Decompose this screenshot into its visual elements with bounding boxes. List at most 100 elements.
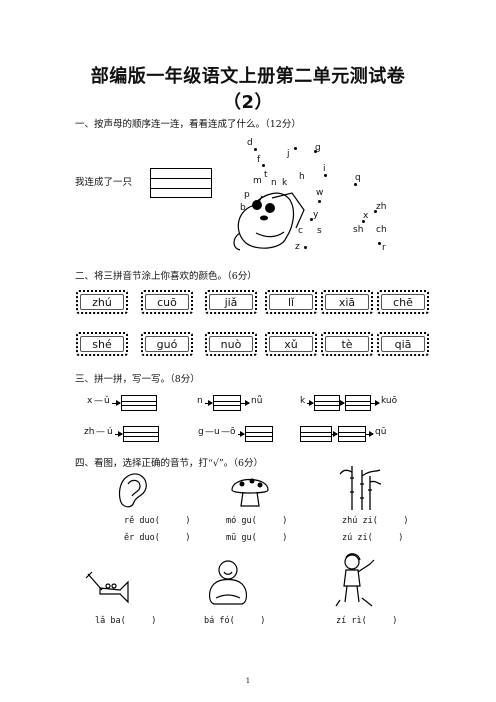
initial-x: x (87, 396, 93, 406)
result-kuo: kuō (381, 396, 398, 406)
syllable-card[interactable]: chē (377, 290, 429, 314)
answer-box[interactable] (338, 426, 366, 442)
letter-z: z (295, 242, 300, 252)
arrow (112, 400, 121, 406)
syllable-card[interactable]: xǔ (265, 332, 317, 356)
dot-marker[interactable] (314, 150, 317, 153)
letter-f: f (257, 155, 261, 165)
dot-marker[interactable] (374, 210, 377, 213)
option-text[interactable]: ěr duo( ) (124, 533, 191, 543)
initial-g: g (198, 427, 204, 437)
initial-k: k (300, 396, 306, 406)
letter-g: g (315, 143, 321, 153)
letter-k: k (282, 178, 288, 188)
final-u2: ú (107, 427, 113, 437)
buddha-icon (208, 560, 248, 605)
dot-marker[interactable] (362, 220, 365, 223)
syllable-card[interactable]: qiā (377, 332, 429, 356)
result-nu: nǚ (251, 396, 263, 406)
dot-marker[interactable] (310, 218, 313, 221)
letter-j: j (287, 149, 290, 159)
answer-writing-grid[interactable] (150, 168, 212, 198)
option-text[interactable]: bá fó( ) (204, 616, 266, 626)
result-qu: qū (375, 427, 387, 437)
dot-marker[interactable] (262, 164, 265, 167)
syllable-card[interactable]: zhú (76, 290, 128, 314)
option-text[interactable]: lǎ ba( ) (95, 616, 157, 626)
q1-heading: 一、按声母的顺序连一连，看看连成了什么。（12分） (75, 119, 301, 130)
answer-box[interactable] (213, 395, 241, 411)
letter-sh: sh (353, 225, 364, 235)
answer-box[interactable] (345, 395, 371, 411)
arrow (238, 431, 245, 437)
dot-marker[interactable] (304, 246, 307, 249)
ear-icon (118, 473, 147, 508)
child-icon (335, 553, 375, 607)
syllable-card[interactable]: cuō (141, 290, 193, 314)
syllable-card[interactable]: guó (141, 332, 193, 356)
arrow (205, 400, 213, 406)
arrow (366, 431, 374, 437)
arrow (115, 431, 123, 437)
syllable-card[interactable]: lǐ (265, 290, 317, 314)
dot-marker[interactable] (378, 242, 381, 245)
letter-h: h (299, 172, 305, 182)
letter-p: p (244, 190, 250, 200)
letter-m: m (253, 176, 262, 186)
letter-t: t (264, 170, 268, 180)
letter-b: b (240, 203, 246, 213)
answer-box[interactable] (245, 426, 273, 442)
letter-y: y (313, 210, 319, 220)
answer-box[interactable] (314, 395, 340, 411)
mushroom-icon (231, 478, 269, 507)
syllable-card[interactable]: xiā (321, 290, 373, 314)
letter-zh: zh (376, 202, 387, 212)
arrow (340, 400, 345, 406)
letter-q: q (355, 173, 361, 183)
option-text[interactable]: zhú zi( ) (342, 516, 409, 526)
dog-outline-drawing (233, 192, 305, 251)
answer-box[interactable] (123, 426, 159, 442)
initial-n: n (197, 396, 203, 406)
syllable-card[interactable]: shé (76, 332, 128, 356)
letter-c: c (298, 226, 303, 236)
q4-heading: 四、看图，选择正确的音节，打“√”。（6分） (75, 458, 264, 469)
letter-ch: ch (376, 225, 387, 235)
syllable-card[interactable]: nuò (205, 332, 257, 356)
arrow (241, 400, 250, 406)
q1-prompt: 我连成了一只 (75, 177, 133, 188)
dot-marker[interactable] (354, 183, 357, 186)
syllable-card[interactable]: tè (321, 332, 373, 356)
answer-box[interactable] (300, 426, 332, 442)
letter-n: n (271, 178, 277, 188)
final-o: ō (230, 427, 236, 437)
option-text[interactable]: zú zi( ) (342, 533, 404, 543)
letter-s: s (317, 226, 322, 236)
dot-marker[interactable] (294, 147, 297, 150)
syllable-card[interactable]: jiǎ (205, 290, 257, 314)
letter-i: i (323, 164, 326, 174)
bamboo-icon (339, 466, 382, 510)
final-u: ǔ (104, 396, 110, 406)
medial-u: u (214, 427, 220, 437)
q3-heading: 三、拼一拼，写一写。（8分） (75, 374, 200, 385)
option-text[interactable]: rě duo( ) (124, 516, 191, 526)
option-text[interactable]: mó gu( ) (226, 516, 288, 526)
dot-marker[interactable] (324, 174, 327, 177)
page-number: 1 (245, 677, 251, 685)
page-subtitle: （2） (222, 92, 274, 113)
dot-marker[interactable] (254, 148, 257, 151)
option-text[interactable]: zí rì( ) (336, 616, 398, 626)
dot-marker[interactable] (318, 200, 321, 203)
letter-x: x (363, 211, 369, 221)
initial-zh: zh (84, 427, 95, 437)
answer-box[interactable] (121, 395, 157, 411)
connect-dots-scene: d j g f t i m n k h q w p b zh x y c s s… (226, 138, 416, 258)
arrow (307, 400, 314, 406)
page-title: 部编版一年级语文上册第二单元测试卷 (90, 66, 406, 87)
option-text[interactable]: mū gu( ) (226, 533, 288, 543)
letter-d: d (247, 138, 253, 148)
letter-r: r (382, 243, 386, 253)
letter-w: w (316, 188, 324, 198)
q2-heading: 二、将三拼音节涂上你喜欢的颜色。（6分） (75, 271, 257, 282)
